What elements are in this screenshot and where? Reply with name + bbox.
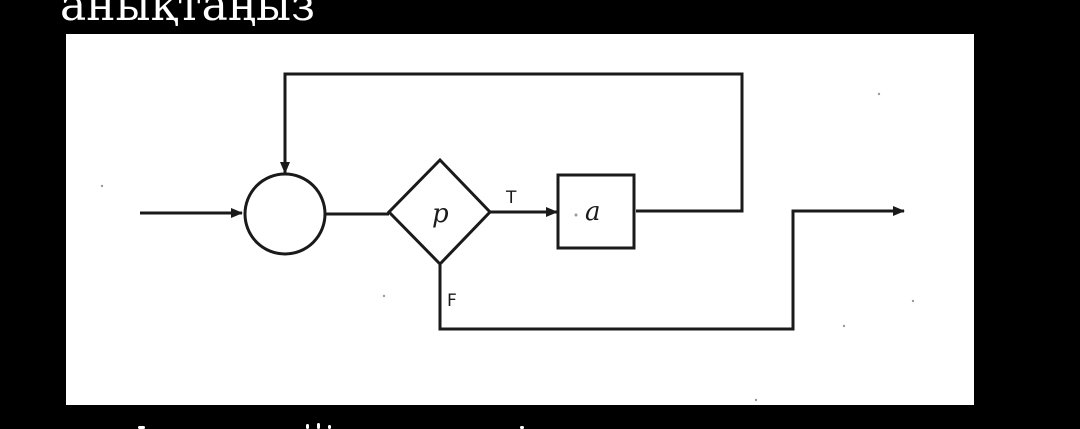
scan-speck — [911, 299, 915, 303]
predicate-label: p — [432, 199, 449, 229]
flowchart-panel: p T a F — [66, 34, 974, 405]
cropped-glyph — [317, 423, 320, 429]
action-box — [556, 173, 636, 250]
false-branch-label: F — [447, 291, 457, 311]
scan-speck — [842, 324, 846, 328]
action-box-dot — [574, 213, 578, 217]
scan-speck — [754, 398, 758, 402]
cropped-glyph — [306, 424, 309, 429]
cropped-glyph — [138, 426, 145, 429]
junction-node — [243, 172, 327, 256]
false-branch-path — [438, 206, 905, 331]
scan-speck — [100, 184, 104, 188]
scan-speck — [382, 294, 386, 298]
cropped-glyph — [520, 426, 524, 429]
action-label: a — [585, 197, 601, 227]
cropped-glyph — [328, 425, 331, 429]
scan-speck — [877, 92, 881, 96]
flowchart: p T a F — [100, 72, 915, 402]
true-branch-label: T — [505, 188, 517, 208]
cropped-text-line — [0, 405, 1080, 429]
loop-back-path — [280, 72, 744, 213]
header-text: анықтаңыз — [60, 0, 316, 31]
